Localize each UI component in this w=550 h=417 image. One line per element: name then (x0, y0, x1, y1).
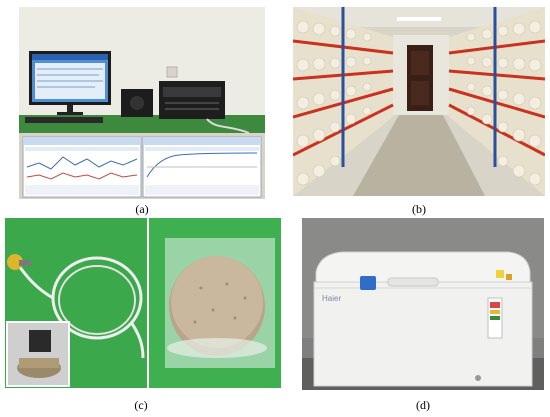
caption-a: (a) (135, 202, 149, 216)
chest-freezer-photo (302, 218, 544, 390)
panel-a-lab-setup (19, 7, 265, 199)
caption-c: (c) (134, 398, 148, 412)
storage-room-photo (293, 7, 545, 196)
panel-c-sensor-sample (5, 218, 281, 388)
freezer-brand-logo: Haier (322, 294, 342, 303)
panel-b-storage-room (293, 7, 545, 196)
sensor-sample-photo (5, 218, 281, 388)
caption-d: (d) (416, 398, 430, 412)
panel-d-chest-freezer: Haier (302, 218, 544, 390)
caption-b: (b) (412, 202, 426, 216)
lab-setup-photo (19, 7, 265, 199)
